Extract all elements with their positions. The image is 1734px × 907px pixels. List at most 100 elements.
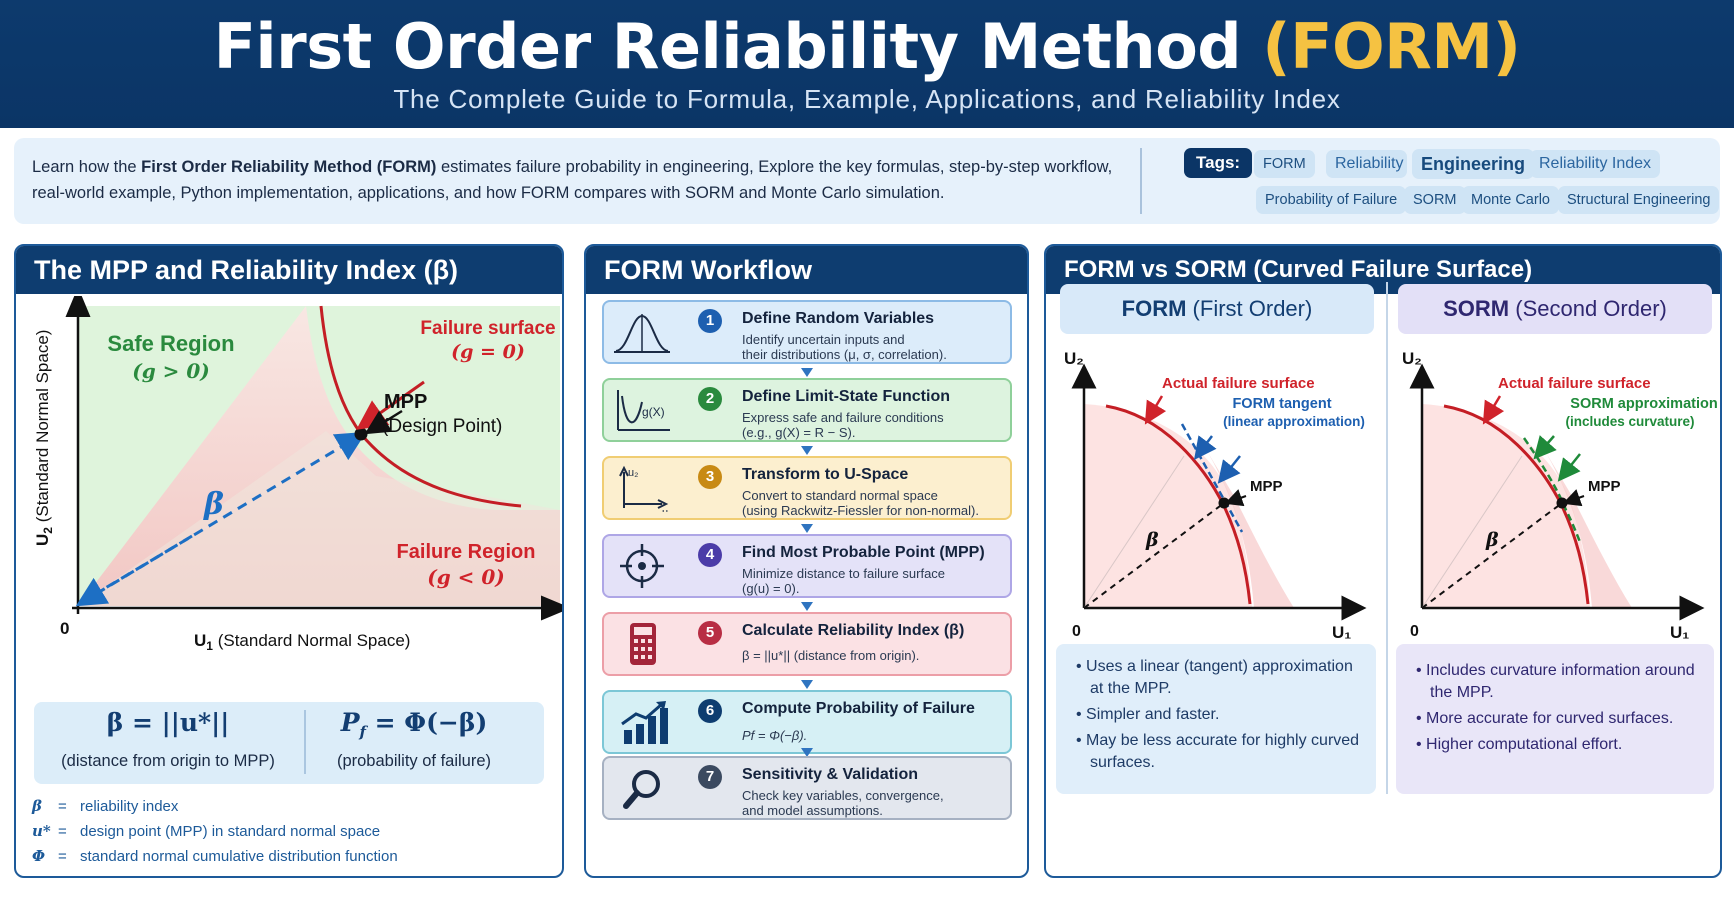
pf-formula: Pf = Φ(−β) (340, 708, 488, 741)
mpp-diagram: Safe Region (g > 0) Failure surface (g =… (33, 296, 562, 653)
step-title: Compute Probability of Failure (742, 700, 975, 717)
step-desc: Express safe and failure conditions(e.g.… (742, 410, 944, 440)
form-safe-fill (1084, 404, 1252, 608)
form-u1-label: U₁ (1332, 623, 1351, 640)
down-arrow-icon (801, 368, 813, 377)
failure-surface-label: Failure surface (420, 318, 555, 339)
axes-icon: u₂ u₁ (619, 465, 672, 512)
u1-axis-label: U1 (Standard Normal Space) (194, 631, 410, 653)
sorm-subheading: SORM (Second Order) (1398, 284, 1712, 334)
down-arrow-icon (801, 680, 813, 689)
bar-growth-icon (621, 701, 668, 744)
workflow-step-4[interactable]: 4 Find Most Probable Point (MPP) Minimiz… (602, 534, 1012, 598)
workflow-step-6[interactable]: 6 Compute Probability of Failure Pf = Φ(… (602, 690, 1012, 754)
down-arrow-icon (801, 524, 813, 533)
workflow-step-2[interactable]: g(X) 2 Define Limit-State Function Expre… (602, 378, 1012, 442)
failure-surface-cond: (g = 0) (451, 341, 525, 363)
form-subheading: FORM (First Order) (1060, 284, 1374, 334)
form-approx-sub: (linear approximation) (1223, 414, 1365, 429)
tag-monte-carlo[interactable]: Monte Carlo (1462, 186, 1559, 214)
svg-text:u₁: u₁ (662, 507, 672, 512)
origin-label: 0 (60, 619, 69, 638)
symbol-legend: β=reliability index u*=design point (MPP… (32, 794, 398, 869)
page-subtitle: The Complete Guide to Formula, Example, … (393, 84, 1341, 114)
step-number: 1 (698, 309, 722, 333)
tag-structural-engineering[interactable]: Structural Engineering (1558, 186, 1720, 214)
sorm-mpp-arrow (1562, 489, 1585, 507)
form-beta-label: β (1145, 529, 1159, 551)
beta-vector (91, 431, 367, 598)
sorm-failure-fill (1542, 446, 1632, 608)
sorm-approx-title: SORM approximation (1570, 396, 1717, 412)
form-faint-line (1083, 455, 1185, 609)
tag-sorm[interactable]: SORM (1404, 186, 1466, 214)
form-bullet: • May be less accurate for highly curved… (1076, 732, 1360, 771)
tag-probability-of-failure[interactable]: Probability of Failure (1256, 186, 1407, 214)
tag-reliability[interactable]: Reliability (1326, 150, 1408, 178)
intro-bold: First Order Reliability Method (FORM) (141, 158, 437, 176)
sorm-mpp-point (1556, 497, 1568, 509)
step-number: 7 (698, 765, 722, 789)
svg-text:u₂: u₂ (628, 467, 638, 479)
formula-box: β = ||u*|| (distance from origin to MPP)… (34, 702, 544, 784)
step-number: 3 (698, 465, 722, 489)
intro-divider (1140, 148, 1142, 214)
crosshair-icon (620, 544, 664, 588)
beta-label: β (203, 487, 224, 522)
tag-reliability-index[interactable]: Reliability Index (1530, 150, 1661, 178)
form-tangent-arrow-2 (1217, 455, 1241, 484)
sorm-bullet: • Higher computational effort. (1416, 736, 1623, 753)
formula-divider (304, 710, 306, 774)
sorm-actual-label: Actual failure surface (1498, 375, 1651, 392)
workflow-step-3[interactable]: u₂ u₁ 3 Transform to U-Space Convert to … (602, 456, 1012, 520)
form-diagram: U₂ U₁ 0 Actual failure surface FORM tang… (1064, 349, 1367, 640)
workflow-step-5[interactable]: 5 Calculate Reliability Index (β) β = ||… (602, 612, 1012, 676)
form-mpp-label: MPP (1250, 478, 1283, 495)
step-title: Transform to U-Space (742, 466, 909, 483)
mpp-point (354, 427, 368, 441)
form-actual-arrow (1144, 395, 1167, 425)
sorm-approx-sub: (includes curvature) (1565, 414, 1694, 429)
bell-curve-icon (614, 314, 670, 353)
pf-formula-desc: (probability of failure) (336, 752, 492, 770)
mpp-panel: The MPP and Reliability Index (β) (14, 244, 564, 878)
safe-region-label: Safe Region (107, 331, 234, 356)
sorm-bullets: • Includes curvature information around … (1396, 644, 1714, 794)
legend-row-beta: β=reliability index (32, 797, 179, 815)
sorm-approx-arrow-1 (1533, 435, 1557, 460)
step-number: 2 (698, 387, 722, 411)
step-number: 4 (698, 543, 722, 567)
mpp-panel-title: The MPP and Reliability Index (β) (16, 246, 562, 294)
sorm-mpp-label: MPP (1588, 478, 1621, 495)
workflow-step-1[interactable]: 1 Define Random Variables Identify uncer… (602, 300, 1012, 364)
beta-formula: β = ||u*|| (106, 708, 230, 737)
sorm-actual-arrow (1482, 395, 1505, 425)
sorm-origin-label: 0 (1410, 623, 1419, 640)
form-beta-line (1083, 502, 1225, 609)
mpp-arrow (364, 409, 403, 435)
beta-vector-back (75, 534, 193, 607)
sorm-diagram: U₂ U₁ 0 Actual failure surface SORM appr… (1402, 349, 1718, 640)
transition-fill (78, 431, 560, 606)
workflow-panel-title: FORM Workflow (586, 246, 1027, 294)
step-desc: β = ||u*|| (distance from origin). (742, 648, 920, 663)
tag-form[interactable]: FORM (1254, 150, 1315, 178)
step-desc: Convert to standard normal space(using R… (742, 488, 979, 518)
sorm-safe-fill (1422, 404, 1590, 608)
sorm-faint-line (1421, 455, 1523, 609)
tag-engineering[interactable]: Engineering (1412, 149, 1535, 179)
step-number: 6 (698, 699, 722, 723)
form-origin-label: 0 (1072, 623, 1081, 640)
form-bullets: • Uses a linear (tangent) approximation … (1056, 644, 1376, 794)
form-tangent-line (1180, 423, 1244, 533)
step-desc: Minimize distance to failure surface(g(u… (742, 566, 946, 596)
form-approx-title: FORM tangent (1232, 396, 1331, 412)
title-accent: (FORM) (1262, 10, 1521, 83)
mpp-sublabel: (Design Point) (382, 416, 502, 437)
failure-region-label: Failure Region (397, 541, 536, 563)
workflow-step-7[interactable]: 7 Sensitivity & Validation Check key var… (602, 756, 1012, 820)
down-arrow-icon (801, 748, 813, 757)
sorm-approx-arrow-2 (1557, 453, 1581, 482)
u2-axis-label: U2 (Standard Normal Space) (33, 330, 55, 546)
step-desc: Check key variables, convergence,and mod… (742, 788, 944, 818)
